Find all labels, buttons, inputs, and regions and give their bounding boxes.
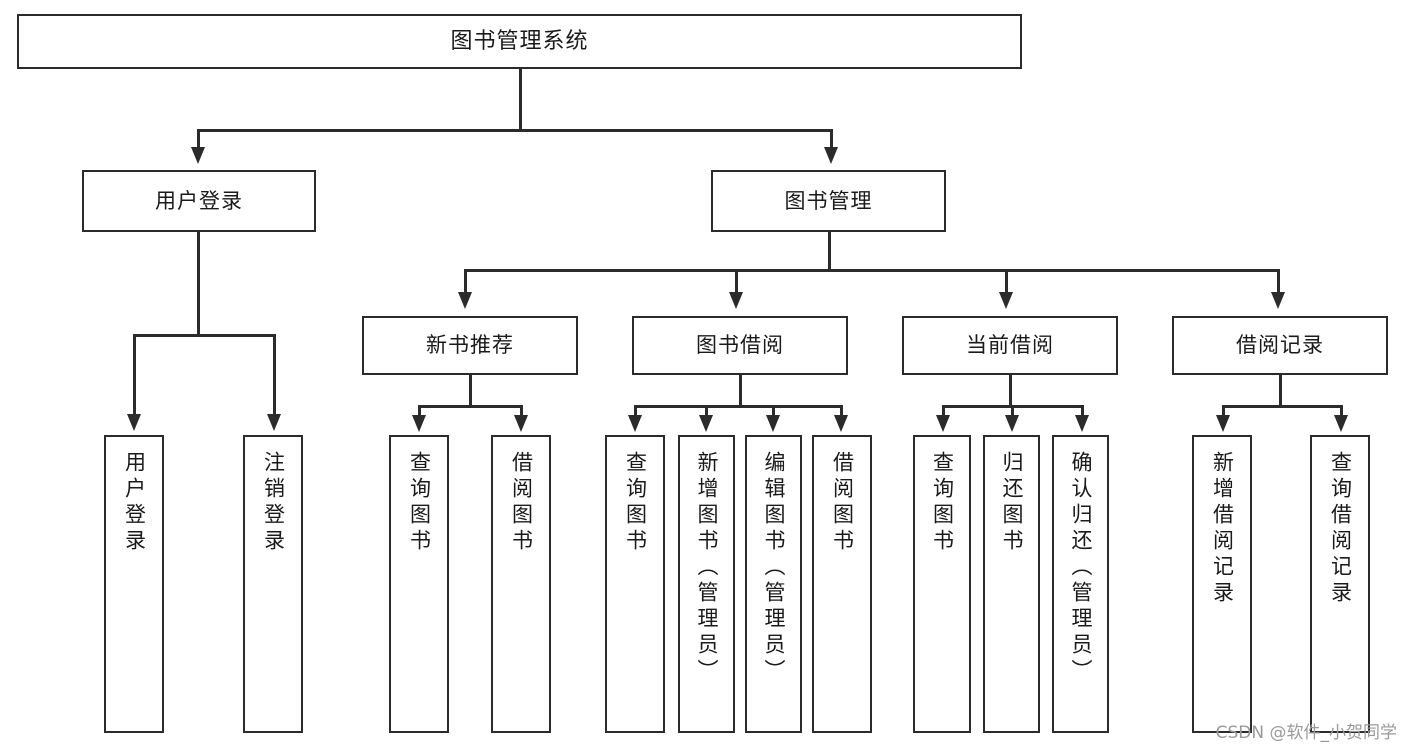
connector-book-manage-stem [828,232,831,271]
leaf-label: 新增借阅记录 [1210,451,1235,607]
node-label: 用户登录 [155,188,243,213]
leaf-label: 查询图书 [623,451,648,555]
arrow-to-leaf-query-record [1334,415,1348,432]
leaf-user-logout[interactable]: 注销登录 [243,435,303,733]
arrow-to-leaf-user-login [127,414,141,431]
connector-bb-drop-1 [634,405,637,417]
arrow-to-leaf-query-book-1 [412,415,426,432]
leaf-label: 确认归还（管理员） [1069,451,1093,685]
arrow-to-borrow-record [1271,292,1285,309]
node-label: 图书借阅 [696,333,784,357]
leaf-add-book[interactable]: 新增图书（管理员） [678,435,735,733]
leaf-query-book-1[interactable]: 查询图书 [389,435,449,733]
connector-nbr-drop-1 [418,405,421,417]
connector-root-drop-left [197,129,200,149]
node-book-manage[interactable]: 图书管理 [711,170,946,232]
arrow-to-leaf-return-book [1005,415,1019,432]
connector-nbr-bus [418,405,522,408]
node-label: 图书管理 [784,188,873,213]
leaf-query-record[interactable]: 查询借阅记录 [1310,435,1370,733]
leaf-label: 归还图书 [1000,451,1024,555]
connector-cb-drop-3 [1081,405,1084,417]
leaf-label: 查询图书 [930,451,955,555]
connector-bb-drop-4 [840,405,843,417]
connector-bb-bus [634,405,842,408]
connector-br-drop-1 [1222,405,1225,417]
leaf-borrow-book-2[interactable]: 借阅图书 [812,435,872,733]
node-current-borrow[interactable]: 当前借阅 [902,316,1118,375]
node-label: 当前借阅 [966,333,1054,357]
node-user-login[interactable]: 用户登录 [82,170,316,232]
arrow-to-leaf-query-book-2 [628,415,642,432]
arrow-to-leaf-edit-book [766,415,780,432]
node-root-system[interactable]: 图书管理系统 [17,14,1022,69]
leaf-query-book-2[interactable]: 查询图书 [605,435,665,733]
arrow-to-leaf-borrow-book-1 [514,415,528,432]
connector-book-manage-bus [464,269,1280,272]
connector-bb-stem [739,375,742,407]
node-book-borrow[interactable]: 图书借阅 [632,316,848,375]
connector-br-bus [1222,405,1342,408]
arrow-to-leaf-borrow-book-2 [834,415,848,432]
arrow-to-current-borrow [999,292,1013,309]
node-label: 借阅记录 [1236,333,1324,357]
leaf-label: 查询图书 [407,451,432,555]
arrow-to-leaf-add-record [1216,415,1230,432]
arrow-to-new-book-recommend [458,292,472,309]
node-new-book-recommend[interactable]: 新书推荐 [362,316,578,375]
leaf-label: 注销登录 [261,451,286,555]
leaf-label: 查询借阅记录 [1328,451,1353,607]
connector-cb-stem [1009,375,1012,407]
arrow-to-user-login [191,147,205,164]
leaf-label: 借阅图书 [509,451,534,555]
leaf-borrow-book-1[interactable]: 借阅图书 [491,435,551,733]
leaf-label: 借阅图书 [830,451,855,555]
node-borrow-record[interactable]: 借阅记录 [1172,316,1388,375]
arrow-to-book-manage [824,147,838,164]
leaf-add-record[interactable]: 新增借阅记录 [1192,435,1252,733]
connector-user-login-stem [197,232,200,335]
arrow-to-leaf-add-book [699,415,713,432]
connector-user-login-drop-2 [273,334,276,416]
arrow-to-leaf-query-book-3 [936,415,950,432]
leaf-return-book[interactable]: 归还图书 [983,435,1040,733]
leaf-label: 用户登录 [122,451,147,555]
leaf-user-login[interactable]: 用户登录 [104,435,164,733]
node-label: 新书推荐 [426,333,514,357]
arrow-to-leaf-user-logout [267,414,281,431]
arrow-to-leaf-confirm-return [1075,415,1089,432]
leaf-label: 编辑图书（管理员） [762,451,786,685]
connector-cb-drop-2 [1011,405,1014,417]
connector-root-bus [197,129,832,132]
connector-user-login-bus [133,334,275,337]
connector-bm-drop-2 [735,269,738,294]
connector-nbr-stem [469,375,472,407]
connector-bm-drop-4 [1277,269,1280,294]
leaf-confirm-return[interactable]: 确认归还（管理员） [1052,435,1109,733]
leaf-edit-book[interactable]: 编辑图书（管理员） [745,435,802,733]
leaf-query-book-3[interactable]: 查询图书 [913,435,971,733]
connector-cb-drop-1 [942,405,945,417]
connector-user-login-drop-1 [133,334,136,416]
arrow-to-book-borrow [729,292,743,309]
connector-br-stem [1279,375,1282,407]
csdn-watermark: CSDN @软件_小贺同学 [1215,723,1397,743]
connector-bb-drop-3 [772,405,775,417]
leaf-label: 新增图书（管理员） [695,451,719,685]
connector-nbr-drop-2 [520,405,523,417]
connector-root-stem [519,69,522,130]
connector-bm-drop-3 [1005,269,1008,294]
connector-bb-drop-2 [705,405,708,417]
node-label: 图书管理系统 [450,28,589,54]
connector-br-drop-2 [1340,405,1343,417]
connector-bm-drop-1 [464,269,467,294]
connector-root-drop-right [830,129,833,149]
